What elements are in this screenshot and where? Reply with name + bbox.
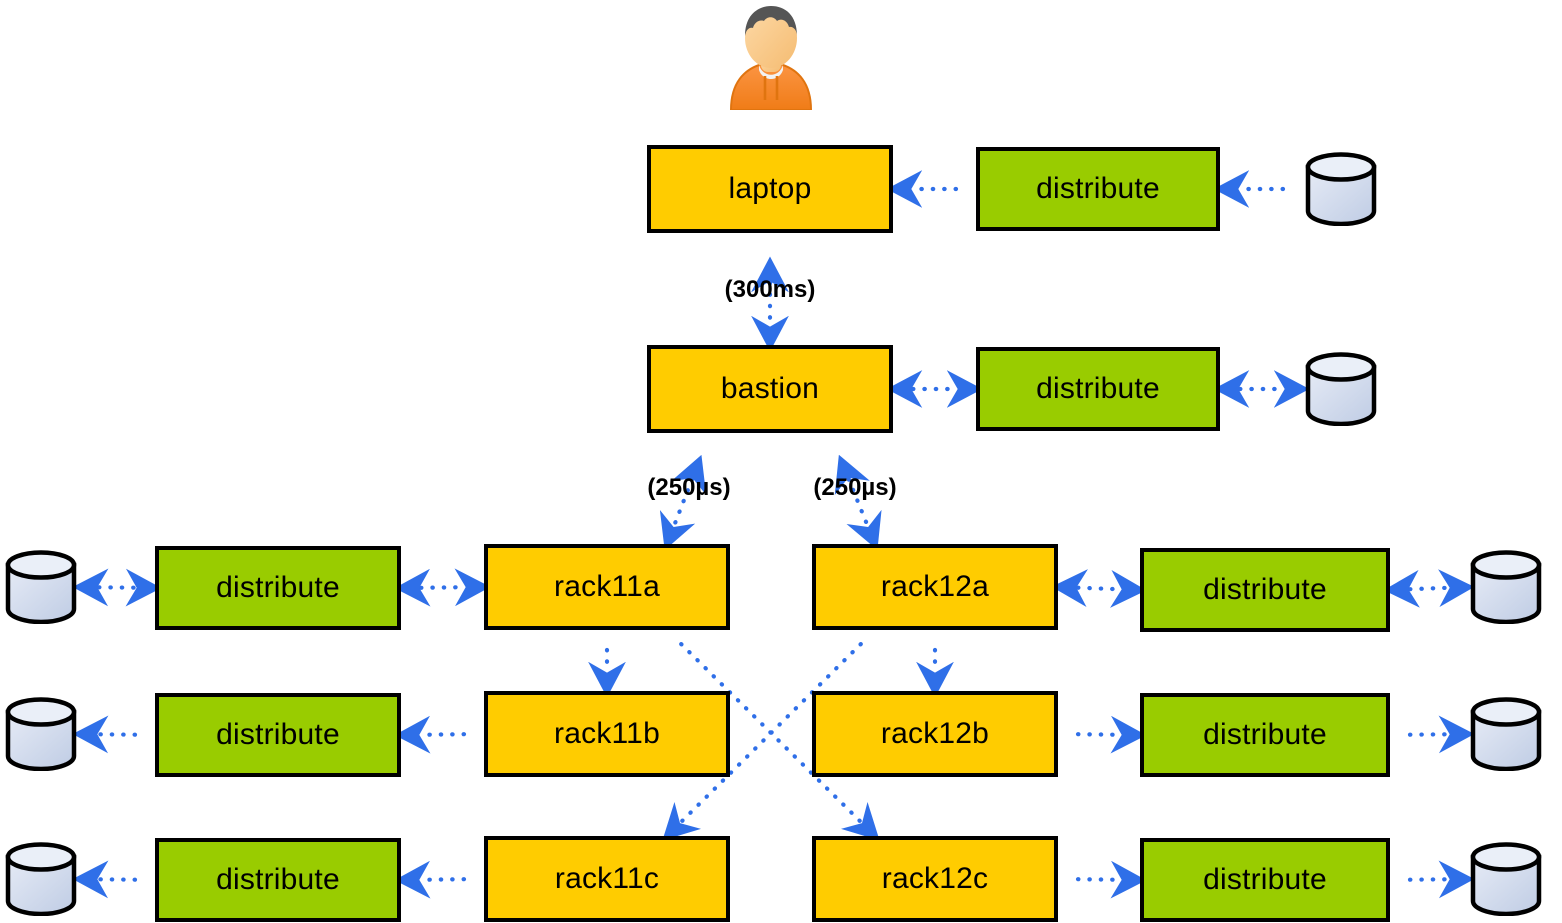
- node-dist_12c[interactable]: distribute: [1140, 838, 1390, 922]
- edge-rack12c-to-dist_12c: [1075, 860, 1147, 899]
- node-label: rack12c: [881, 862, 989, 895]
- node-dist_11a[interactable]: distribute: [155, 546, 401, 630]
- node-dist_laptop[interactable]: distribute: [976, 147, 1220, 231]
- edge-label-laptop-bastion: (300ms): [724, 276, 816, 303]
- node-label: rack11b: [554, 717, 660, 750]
- node-dist_11b[interactable]: distribute: [155, 693, 401, 777]
- node-label: distribute: [1036, 372, 1160, 405]
- edge-rack12b-to-dist_12b: [1075, 715, 1147, 754]
- edge-label-bastion-rack12: (250µs): [813, 474, 897, 501]
- node-rack12b[interactable]: rack12b: [812, 691, 1058, 777]
- node-dist_12a[interactable]: distribute: [1140, 548, 1390, 632]
- node-rack11a[interactable]: rack11a: [484, 544, 730, 630]
- node-label: distribute: [216, 863, 340, 896]
- node-label: distribute: [1036, 172, 1160, 205]
- database-cylinder-icon: [1470, 842, 1542, 916]
- node-label: distribute: [1203, 573, 1327, 606]
- node-label: rack12a: [880, 570, 990, 603]
- node-label: distribute: [1203, 718, 1327, 751]
- node-rack12a[interactable]: rack12a: [812, 544, 1058, 630]
- database-cylinder-icon: [1470, 697, 1542, 771]
- node-label: distribute: [216, 571, 340, 604]
- node-dist_12b[interactable]: distribute: [1140, 693, 1390, 777]
- node-rack11c[interactable]: rack11c: [484, 836, 730, 922]
- database-cylinder-icon: [5, 550, 77, 624]
- node-label: bastion: [720, 372, 820, 405]
- node-label: rack11a: [554, 570, 660, 603]
- node-rack12c[interactable]: rack12c: [812, 836, 1058, 922]
- edge-label-bastion-rack11: (250µs): [647, 474, 731, 501]
- edge-dist_12a-to-db_12a: [1383, 569, 1475, 608]
- database-cylinder-icon: [1470, 550, 1542, 624]
- node-dist_bastion[interactable]: distribute: [976, 347, 1220, 431]
- node-laptop[interactable]: laptop: [647, 145, 893, 233]
- edge-rack11b-to-dist_11b: [394, 715, 467, 754]
- node-label: rack12b: [880, 717, 990, 750]
- node-bastion[interactable]: bastion: [647, 345, 893, 433]
- user-avatar-icon: [729, 6, 813, 110]
- node-rack11b[interactable]: rack11b: [484, 691, 730, 777]
- edge-dist_11a-to-rack11a: [394, 568, 491, 607]
- edge-rack11c-to-dist_11c: [394, 860, 467, 899]
- database-cylinder-icon: [5, 842, 77, 916]
- database-cylinder-icon: [5, 697, 77, 771]
- node-label: distribute: [216, 718, 340, 751]
- node-label: rack11c: [554, 862, 660, 895]
- edge-rack12a-to-dist_12a: [1051, 569, 1147, 608]
- database-cylinder-icon: [1305, 152, 1377, 226]
- node-label: laptop: [728, 172, 812, 205]
- node-label: distribute: [1203, 863, 1327, 896]
- database-cylinder-icon: [1305, 352, 1377, 426]
- node-dist_11c[interactable]: distribute: [155, 838, 401, 922]
